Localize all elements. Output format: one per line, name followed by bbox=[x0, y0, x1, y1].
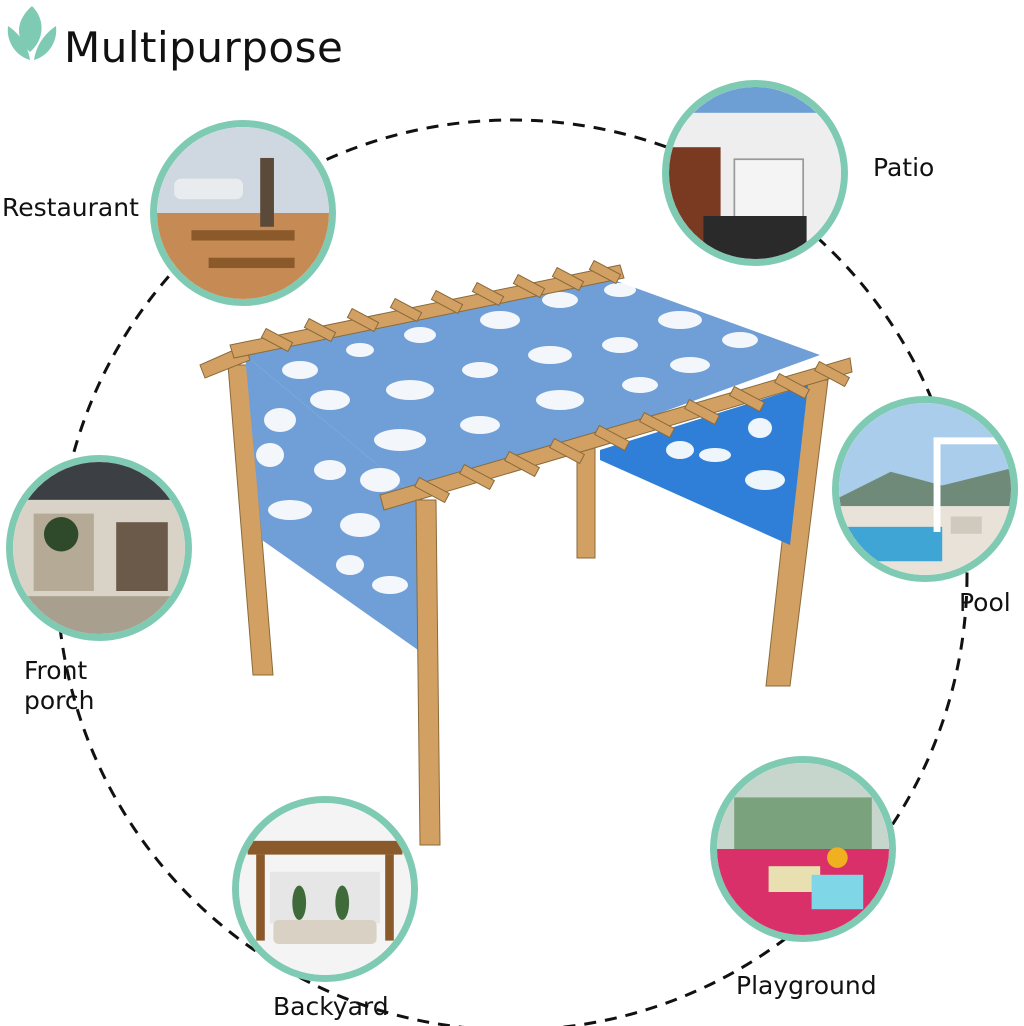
patio-photo bbox=[662, 80, 848, 266]
playground-photo bbox=[710, 756, 896, 942]
backyard-label: Backyard bbox=[273, 992, 389, 1021]
backyard-photo bbox=[232, 796, 418, 982]
front-porch-photo bbox=[6, 455, 192, 641]
front-porch-label: Front porch bbox=[24, 656, 95, 715]
clouds bbox=[256, 283, 785, 594]
leaf-icon bbox=[7, 6, 57, 60]
post-left bbox=[227, 364, 274, 676]
pool-label: Pool bbox=[959, 588, 1011, 617]
patio-label: Patio bbox=[873, 153, 935, 182]
post-front bbox=[415, 499, 441, 846]
playground-label: Playground bbox=[736, 971, 877, 1000]
pool-photo bbox=[832, 396, 1018, 582]
restaurant-photo bbox=[150, 120, 336, 306]
rafters bbox=[199, 259, 853, 511]
restaurant-label: Restaurant bbox=[2, 193, 139, 222]
page-title: Multipurpose bbox=[64, 23, 344, 72]
